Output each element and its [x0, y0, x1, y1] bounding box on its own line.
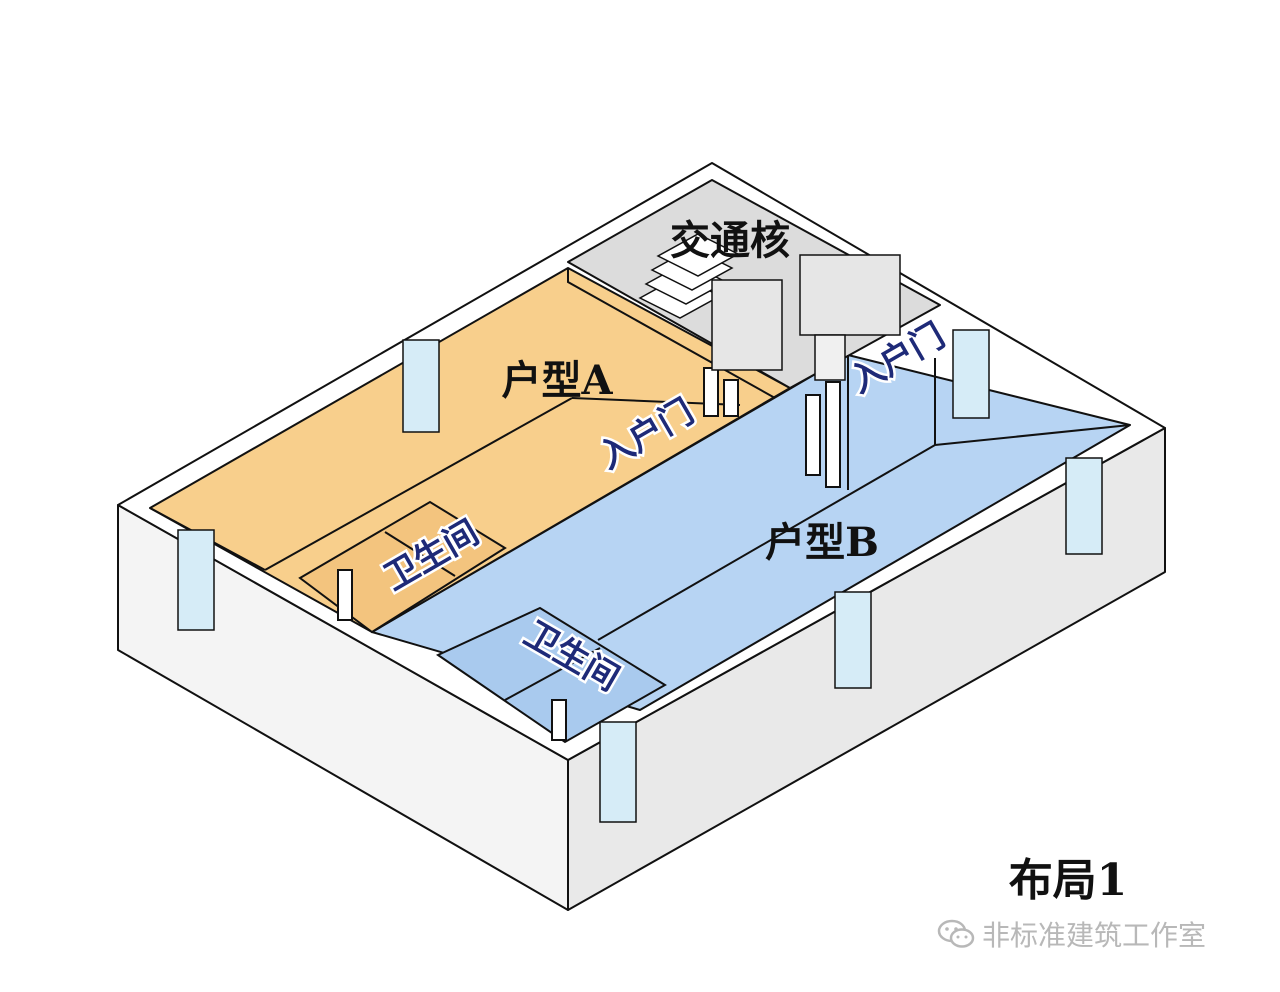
unit-b-walls — [435, 355, 1131, 744]
layout-title: 布局1 — [1009, 855, 1128, 906]
unit-a-label: 户型A — [501, 357, 613, 404]
window-unit-a-back — [402, 339, 440, 433]
wechat-icon — [937, 919, 975, 948]
core-details — [638, 233, 901, 381]
bath-b-door — [551, 699, 567, 741]
unit-a-back-wall — [567, 268, 776, 399]
window-unit-b-right — [1065, 457, 1103, 555]
core-shaft-wall-2 — [799, 254, 901, 336]
window-unit-b-back — [952, 329, 990, 419]
unit-b-partition — [597, 444, 936, 641]
watermark: 非标准建筑工作室 — [936, 912, 1206, 956]
bath-a-door — [337, 569, 353, 621]
core-label: 交通核 — [670, 217, 790, 264]
core-door — [814, 334, 846, 381]
core-shaft-wall — [711, 279, 783, 371]
window-unit-b-front-1 — [599, 721, 637, 823]
entry-a-door-2 — [723, 379, 739, 417]
stair-step-4 — [656, 233, 740, 277]
unit-b-back-edge — [934, 424, 1131, 446]
entry-b-door-2 — [825, 381, 841, 488]
entry-b-door — [805, 394, 821, 476]
unit-a-walls — [149, 268, 776, 634]
bath-b-divider — [504, 647, 601, 701]
window-unit-a-left — [177, 529, 215, 631]
windows — [177, 329, 1103, 823]
watermark-text: 非标准建筑工作室 — [982, 919, 1207, 952]
unit-b-label: 户型B — [765, 519, 879, 566]
window-unit-b-front-2 — [834, 591, 872, 689]
bath-a-divider — [384, 531, 456, 577]
unit-a-inner-line — [264, 397, 573, 571]
entry-a-door — [703, 367, 719, 417]
